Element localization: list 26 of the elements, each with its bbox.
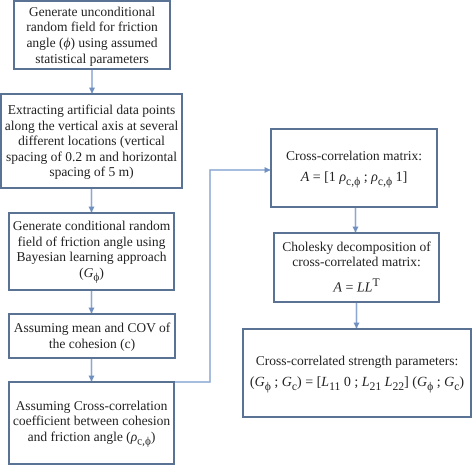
formula: A = LL$^{T}$: [333, 276, 380, 296]
process-box: [242, 328, 472, 418]
arrow: [88, 291, 94, 314]
process-box: [8, 212, 175, 291]
step-text: Cross-correlated strength parameters:: [256, 353, 458, 369]
step-text: Cross-correlation matrix:: [286, 148, 422, 164]
formula: A = [1 ρ$_{c,ϕ}$ ; ρ$_{c,ϕ}$ 1]: [300, 170, 408, 188]
process-box: [8, 313, 176, 359]
arrow: [354, 303, 360, 329]
formula: (G$_{ϕ}$ ; G$_{c}$) = [L$_{11}$ 0 ; L$_{21}$ L$_{22}$] (G$_{ϕ}$ ; G$_{c}$): [250, 374, 464, 393]
step-text: Extracting artificial data points along the vertical axis at several different locations (vertical spacing of 0.2 m and horizontal spacing of 5 m): [4, 102, 179, 180]
process-box: [270, 128, 438, 208]
arrow: [175, 167, 271, 383]
arrow: [352, 208, 358, 233]
step-text: Assuming Cross-correlation coefficient between cohesion and friction angle (ρ$_{c,ϕ}$): [12, 398, 171, 448]
process-box: [0, 93, 183, 189]
process-box: [13, 0, 171, 70]
process-box: [273, 232, 440, 303]
step-text: Assuming mean and COV of the cohesion (c): [12, 320, 172, 352]
step-text: Generate conditional random field of friction angle using Bayesian learning approach (G$_{ϕ}$): [12, 218, 171, 285]
arrow: [89, 70, 95, 94]
step-text: Generate unconditional random field for friction angle (ϕ) using assumed statistical parameters: [25, 4, 159, 66]
arrow: [88, 189, 94, 213]
step-text: Cholesky decomposition of cross-correlated matrix:: [281, 238, 432, 270]
arrow: [88, 359, 94, 382]
process-box: [8, 381, 175, 465]
